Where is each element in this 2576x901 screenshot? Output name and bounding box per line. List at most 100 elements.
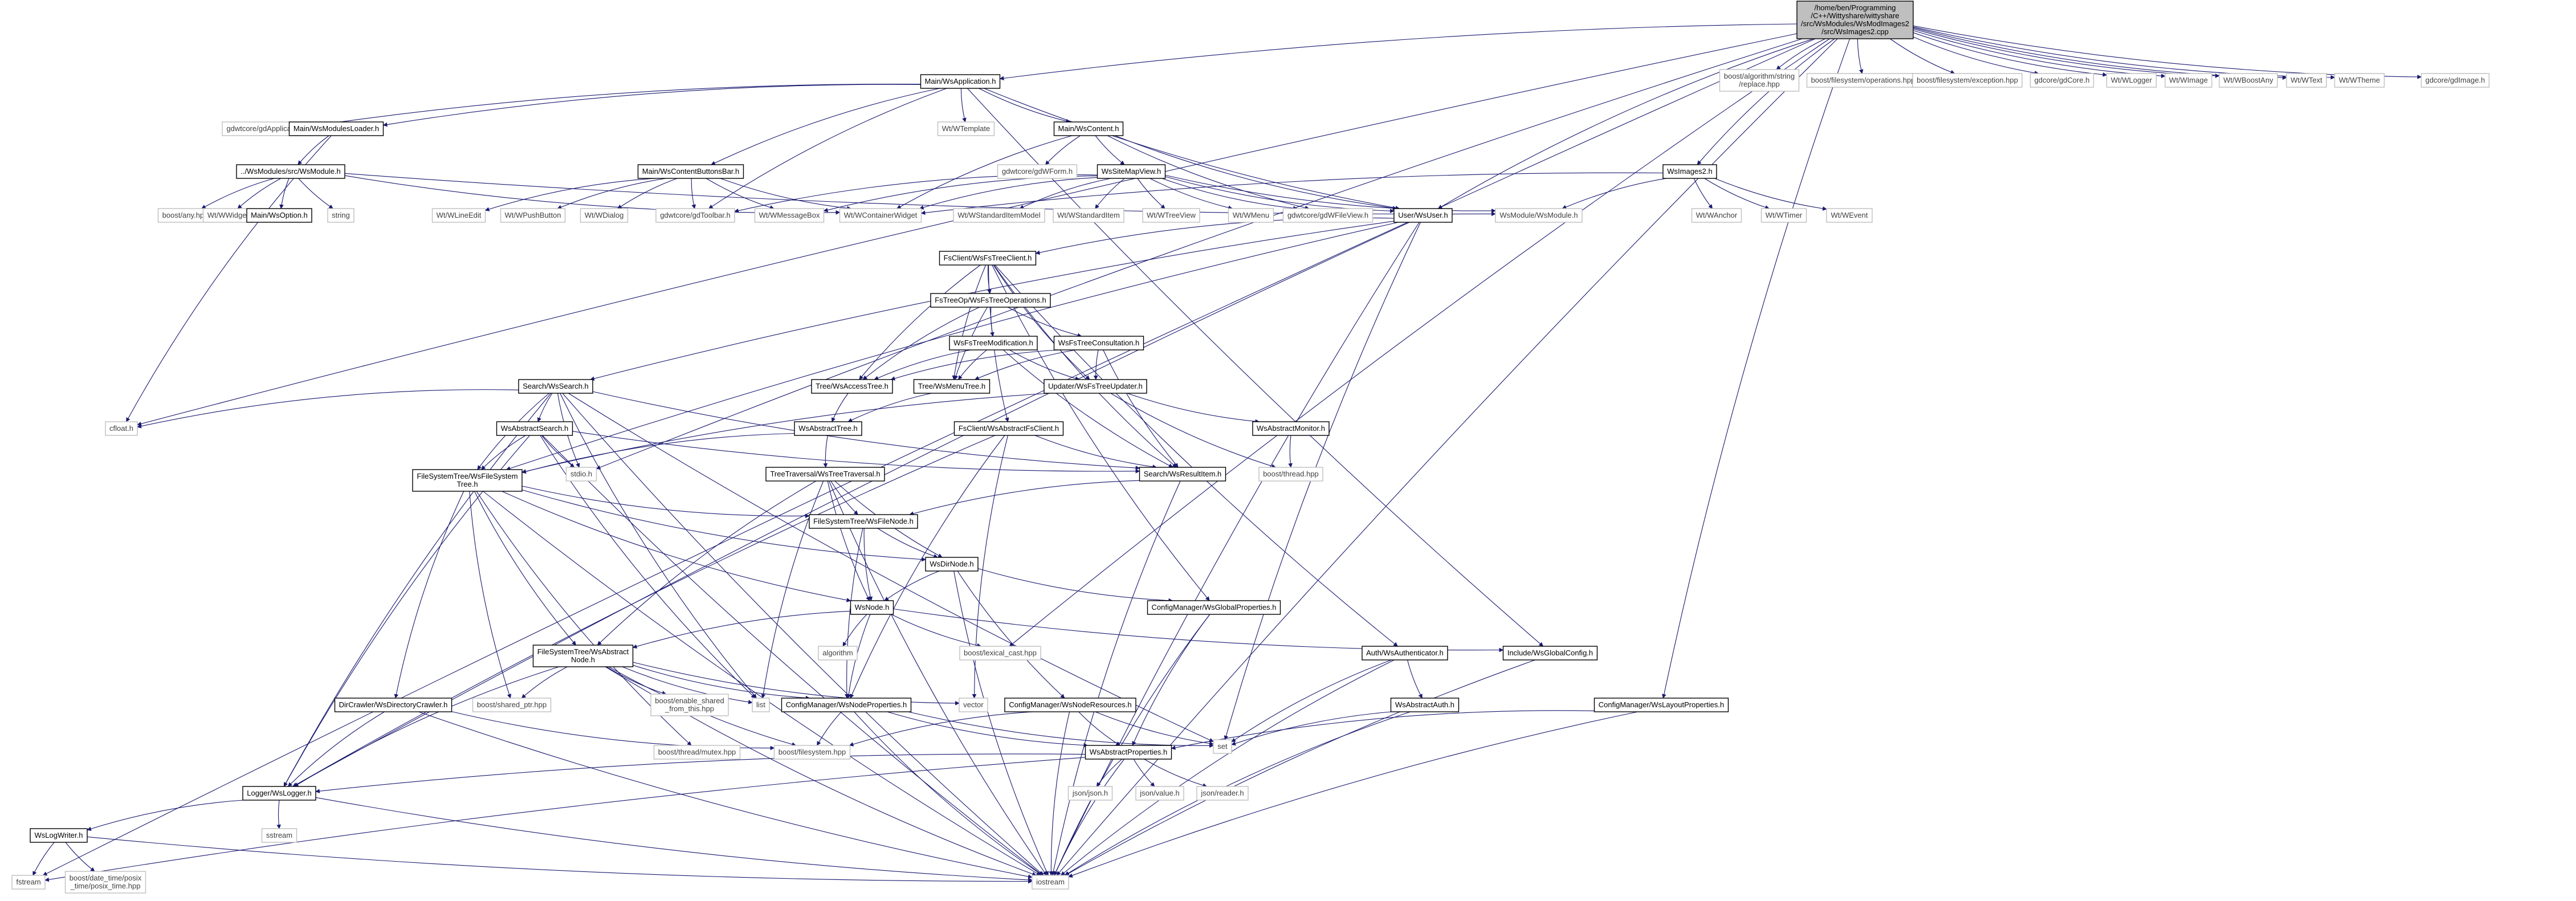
- edge-resultitem-to-filenode: [909, 480, 1140, 516]
- file-node-accesstree[interactable]: Tree/WsAccessTree.h: [811, 379, 893, 394]
- node-label: fstream: [16, 878, 40, 886]
- file-node-noderes[interactable]: ConfigManager/WsNodeResources.h: [1004, 698, 1136, 712]
- file-node-treetrav[interactable]: TreeTraversal/WsTreeTraversal.h: [765, 467, 885, 482]
- file-node-jsonvalue: json/value.h: [1135, 786, 1184, 801]
- node-box: [472, 698, 552, 712]
- file-node-search[interactable]: Search/WsSearch.h: [518, 379, 593, 394]
- edge-cbbar-to-wlineedit: [484, 178, 655, 211]
- file-node-wsoption[interactable]: Main/WsOption.h: [246, 208, 312, 223]
- edge-search-to-iostream: [562, 393, 1044, 876]
- edge-authenticator-to-absauth: [1407, 659, 1422, 699]
- file-node-wimage: Wt/WImage: [2165, 73, 2212, 88]
- edge-treetrav-to-iostream: [829, 480, 1047, 876]
- node-box: [105, 421, 138, 436]
- node-box: [1393, 208, 1453, 223]
- file-node-wcontainer: Wt/WContainerWidget: [839, 208, 922, 223]
- file-node-resultitem[interactable]: Search/WsResultItem.h: [1139, 467, 1226, 482]
- node-box: [532, 645, 634, 667]
- node-box: [650, 694, 729, 716]
- file-node-cbbar[interactable]: Main/WsContentButtonsBar.h: [637, 164, 744, 179]
- file-node-dirnode[interactable]: WsDirNode.h: [925, 557, 979, 572]
- file-node-absauth[interactable]: WsAbstractAuth.h: [1390, 698, 1460, 712]
- node-label: Wt/WImage: [2169, 76, 2208, 84]
- node-box: [1053, 336, 1144, 350]
- file-nodes: /home/ben/Programming/C++/Wittyshare/wit…: [11, 1, 2490, 894]
- edge-layoutprops-to-absprops: [1171, 710, 1595, 750]
- edge-treeops-to-treecons: [1008, 307, 1082, 337]
- node-box: [839, 208, 922, 223]
- edge-absprops-to-iostream: [1054, 759, 1125, 876]
- file-node-globalconfig[interactable]: Include/WsGlobalConfig.h: [1502, 646, 1598, 661]
- file-node-nodeprops[interactable]: ConfigManager/WsNodeProperties.h: [781, 698, 912, 712]
- edge-treecons-to-accesstree: [890, 349, 1060, 381]
- edge-absprops-to-jsonjson: [1096, 759, 1123, 787]
- node-label: boost/date_time/posix: [70, 874, 142, 882]
- edge-wscontent-to-sitemap: [1095, 135, 1125, 165]
- file-node-layoutprops[interactable]: ConfigManager/WsLayoutProperties.h: [1593, 698, 1729, 712]
- file-node-root[interactable]: /home/ben/Programming/C++/Wittyshare/wit…: [1796, 1, 1914, 39]
- file-node-fsclient[interactable]: FsClient/WsFsTreeClient.h: [939, 251, 1037, 266]
- file-node-sitemap[interactable]: WsSiteMapView.h: [1097, 164, 1166, 179]
- node-box: [1282, 208, 1373, 223]
- node-box: [1044, 379, 1147, 394]
- edge-wsimages2-to-wanchor: [1693, 178, 1713, 209]
- file-node-wpushbutton: Wt/WPushButton: [500, 208, 566, 223]
- edge-mainapp-to-cbbar: [711, 88, 940, 165]
- file-node-treeops[interactable]: FsTreeOp/WsFsTreeOperations.h: [930, 293, 1051, 308]
- node-label: Wt/WDialog: [585, 211, 624, 219]
- file-node-wtimer: Wt/WTimer: [1760, 208, 1807, 223]
- file-node-logwriter[interactable]: WsLogWriter.h: [30, 828, 88, 843]
- file-node-wsuser[interactable]: User/WsUser.h: [1393, 208, 1453, 223]
- edge-logwriter-to-posixtime: [65, 842, 95, 872]
- file-node-wsimages2[interactable]: WsImages2.h: [1662, 164, 1717, 179]
- file-node-absmonitor[interactable]: WsAbstractMonitor.h: [1252, 421, 1330, 436]
- file-node-mainapp[interactable]: Main/WsApplication.h: [920, 74, 1001, 89]
- file-node-filenode[interactable]: FileSystemTree/WsFileNode.h: [809, 514, 918, 529]
- node-label: Updater/WsFsTreeUpdater.h: [1048, 382, 1143, 390]
- node-box: [2219, 73, 2278, 88]
- edge-fstree-to-dirnode: [521, 490, 926, 562]
- file-node-treecons[interactable]: WsFsTreeConsultation.h: [1053, 336, 1144, 350]
- edge-fsclient-to-accesstree: [859, 264, 981, 380]
- edge-layoutprops-to-iostream: [1068, 711, 1638, 878]
- edge-root-to-wimage: [1913, 30, 2166, 79]
- node-box: [949, 336, 1038, 350]
- edge-fsclient-to-treeops: [987, 264, 992, 294]
- file-node-authenticator[interactable]: Auth/WsAuthenticator.h: [1362, 646, 1448, 661]
- file-node-dircrawler[interactable]: DirCrawler/WsDirectoryCrawler.h: [334, 698, 453, 712]
- edge-dircrawler-to-logger: [287, 711, 385, 787]
- file-node-wmenu: Wt/WMenu: [1228, 208, 1274, 223]
- edge-treemod-to-menutree: [958, 349, 987, 380]
- file-node-treemod[interactable]: WsFsTreeModification.h: [949, 336, 1038, 350]
- node-box: [809, 514, 918, 529]
- node-label: set: [1217, 742, 1228, 751]
- file-node-absprops[interactable]: WsAbstractProperties.h: [1085, 745, 1172, 760]
- node-label: boost/filesystem.hpp: [778, 748, 846, 756]
- node-box: [925, 557, 979, 572]
- file-node-absfsclient[interactable]: FsClient/WsAbstractFsClient.h: [953, 421, 1064, 436]
- file-node-logger[interactable]: Logger/WsLogger.h: [242, 786, 316, 801]
- edge-wsuser-to-search: [590, 221, 1395, 381]
- file-node-globalprops[interactable]: ConfigManager/WsGlobalProperties.h: [1147, 600, 1281, 615]
- file-node-sstream: sstream: [261, 828, 297, 843]
- edge-dircrawler-to-boostfs: [451, 711, 775, 751]
- file-node-updater[interactable]: Updater/WsFsTreeUpdater.h: [1044, 379, 1147, 394]
- file-node-wsnode[interactable]: WsNode.h: [850, 600, 894, 615]
- file-node-abstree[interactable]: WsAbstractTree.h: [794, 421, 862, 436]
- file-node-wsmodule[interactable]: ../WsModules/src/WsModule.h: [236, 164, 345, 179]
- file-node-modloader[interactable]: Main/WsModulesLoader.h: [288, 121, 384, 136]
- file-node-abssearch[interactable]: WsAbstractSearch.h: [496, 421, 573, 436]
- node-label: json/value.h: [1139, 789, 1179, 797]
- node-box: [580, 208, 629, 223]
- node-box: [1593, 698, 1729, 712]
- node-label: boost/filesystem/exception.hpp: [1917, 76, 2018, 84]
- file-node-menutree[interactable]: Tree/WsMenuTree.h: [913, 379, 991, 394]
- edge-sitemap-to-wsmodulemod: [1165, 174, 1496, 213]
- node-label: ConfigManager/WsGlobalProperties.h: [1152, 603, 1277, 611]
- file-node-wscontent[interactable]: Main/WsContent.h: [1053, 121, 1124, 136]
- edge-logger-to-sstream: [276, 800, 281, 829]
- edge-fsclient-to-authenticator: [994, 264, 1398, 647]
- file-node-wdialog: Wt/WDialog: [580, 208, 629, 223]
